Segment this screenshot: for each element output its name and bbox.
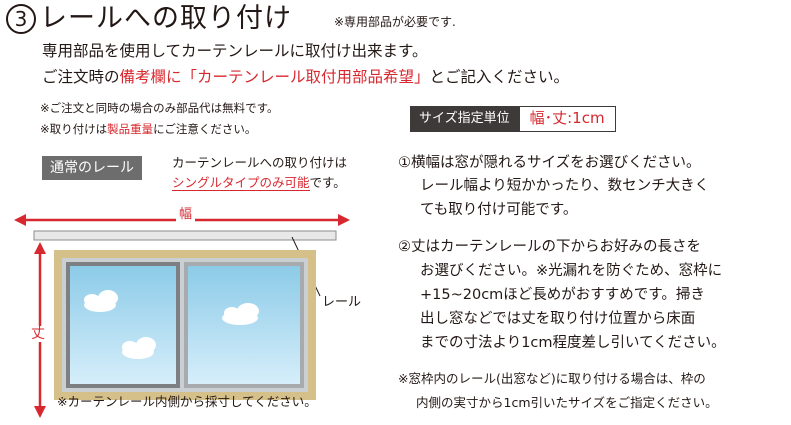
normal-rail-badge: 通常のレール [42,156,142,180]
intro-line-2-pre: ご注文時の [42,68,120,86]
intro-line-2: ご注文時の備考欄に「カーテンレール取付用部品希望」とご記入ください。 [42,66,569,88]
note-weight-highlight: 製品重量 [107,122,154,136]
size-unit-value: 幅･丈:1cm [518,106,616,132]
window-diagram-svg [14,214,350,418]
note-weight: ※取り付けは製品重量にご注意ください。 [40,121,256,137]
length-label: 丈 [31,326,45,342]
step-number-badge: 3 [6,4,36,34]
instruction-2-line-1: ②丈はカーテンレールの下からお好みの長さを [398,239,701,255]
rail-note-line-1: カーテンレールへの取り付けは [172,155,348,170]
window-diagram [0,200,400,425]
size-unit-label: サイズ指定単位 [410,106,519,132]
title-note: ※専用部品が必要です. [334,15,456,29]
instruction-2-line-2: お選びください。※光漏れを防ぐため、窓枠に [420,263,723,279]
note-weight-post: にご注意ください。 [153,122,257,136]
intro-line-2-post: とご記入ください。 [429,68,570,86]
instruction-2-line-3: +15~20cmほど長めがおすすめです。掃き [420,287,705,303]
intro-line-1: 専用部品を使用してカーテンレールに取付け出来ます。 [42,42,428,60]
instruction-1-line-3: ても取り付け可能です。 [420,202,578,218]
curtain-rail [33,230,337,241]
cloud-decorations [84,290,259,359]
size-unit-box: サイズ指定単位 幅･丈:1cm [410,106,616,132]
note-free-parts: ※ご注文と同時の場合のみ部品代は無料です。 [40,101,279,115]
measure-note: ※カーテンレール内側から採寸してください。 [57,394,317,409]
instruction-3-line-1: ※窓枠内のレール(出窓など)に取り付ける場合は、枠の [398,371,706,386]
instruction-3-line-2: 内側の実寸から1cm引いたサイズをご指定ください。 [416,395,718,410]
instruction-2-line-5: までの寸法より1cm程度差し引いてください。 [420,335,726,351]
width-label: 幅 [176,207,196,223]
rail-note-post: です。 [309,175,346,190]
rail-note-line-2: シングルタイプのみ可能です。 [172,174,346,191]
rail-label: レール [322,295,362,310]
rail-note-highlight: シングルタイプのみ可能 [172,175,310,191]
window-frame [54,250,316,400]
note-weight-pre: ※取り付けは [40,122,108,136]
instruction-1-line-1: ①横幅は窓が隠れるサイズをお選びください。 [398,155,701,171]
instruction-1-line-2: レール幅より短かかったり、数センチ大きく [420,178,710,194]
instruction-2-line-4: 出し窓などでは丈を取り付け位置から床面 [420,311,696,327]
intro-line-2-highlight: 備考欄に「カーテンレール取付用部品希望」 [119,68,430,86]
page-title: レールへの取り付け [40,3,292,34]
